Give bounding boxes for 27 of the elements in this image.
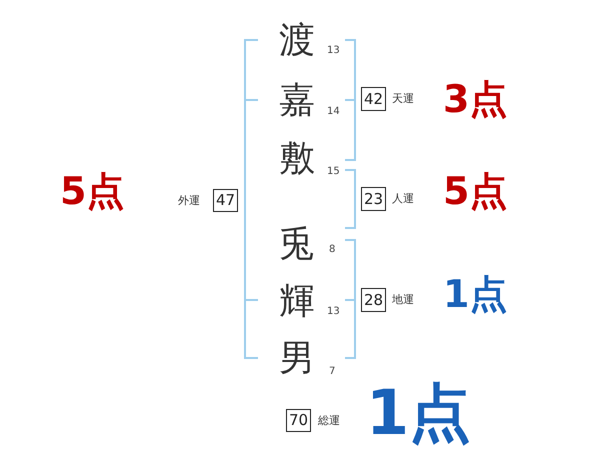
luck-label: 天運 — [392, 93, 414, 104]
score-text: 1点 — [366, 382, 472, 444]
luck-number-box: 23 — [361, 187, 386, 211]
score-text: 1点 — [443, 275, 508, 313]
score-text: 5点 — [60, 172, 124, 210]
stroke-count: 13 — [327, 307, 340, 317]
name-character: 渡 — [279, 23, 315, 59]
luck-number-box: 42 — [361, 87, 386, 111]
stroke-count: 7 — [329, 367, 336, 377]
luck-label: 外運 — [178, 195, 200, 206]
stroke-count: 8 — [329, 245, 336, 255]
luck-number-box: 28 — [361, 288, 386, 312]
luck-number-box: 47 — [213, 189, 238, 212]
luck-number-box: 70 — [286, 409, 311, 432]
stroke-count: 15 — [327, 167, 340, 177]
name-character: 輝 — [279, 284, 315, 320]
luck-label: 地運 — [392, 294, 414, 305]
luck-label: 総運 — [318, 415, 340, 426]
luck-label: 人運 — [392, 193, 414, 204]
name-character: 嘉 — [279, 83, 315, 119]
name-character: 男 — [279, 341, 315, 377]
name-character: 敷 — [279, 141, 315, 177]
score-text: 3点 — [443, 80, 508, 118]
score-text: 5点 — [443, 172, 508, 210]
stroke-count: 13 — [327, 46, 340, 56]
stroke-count: 14 — [327, 107, 340, 117]
name-character: 兎 — [279, 227, 315, 263]
